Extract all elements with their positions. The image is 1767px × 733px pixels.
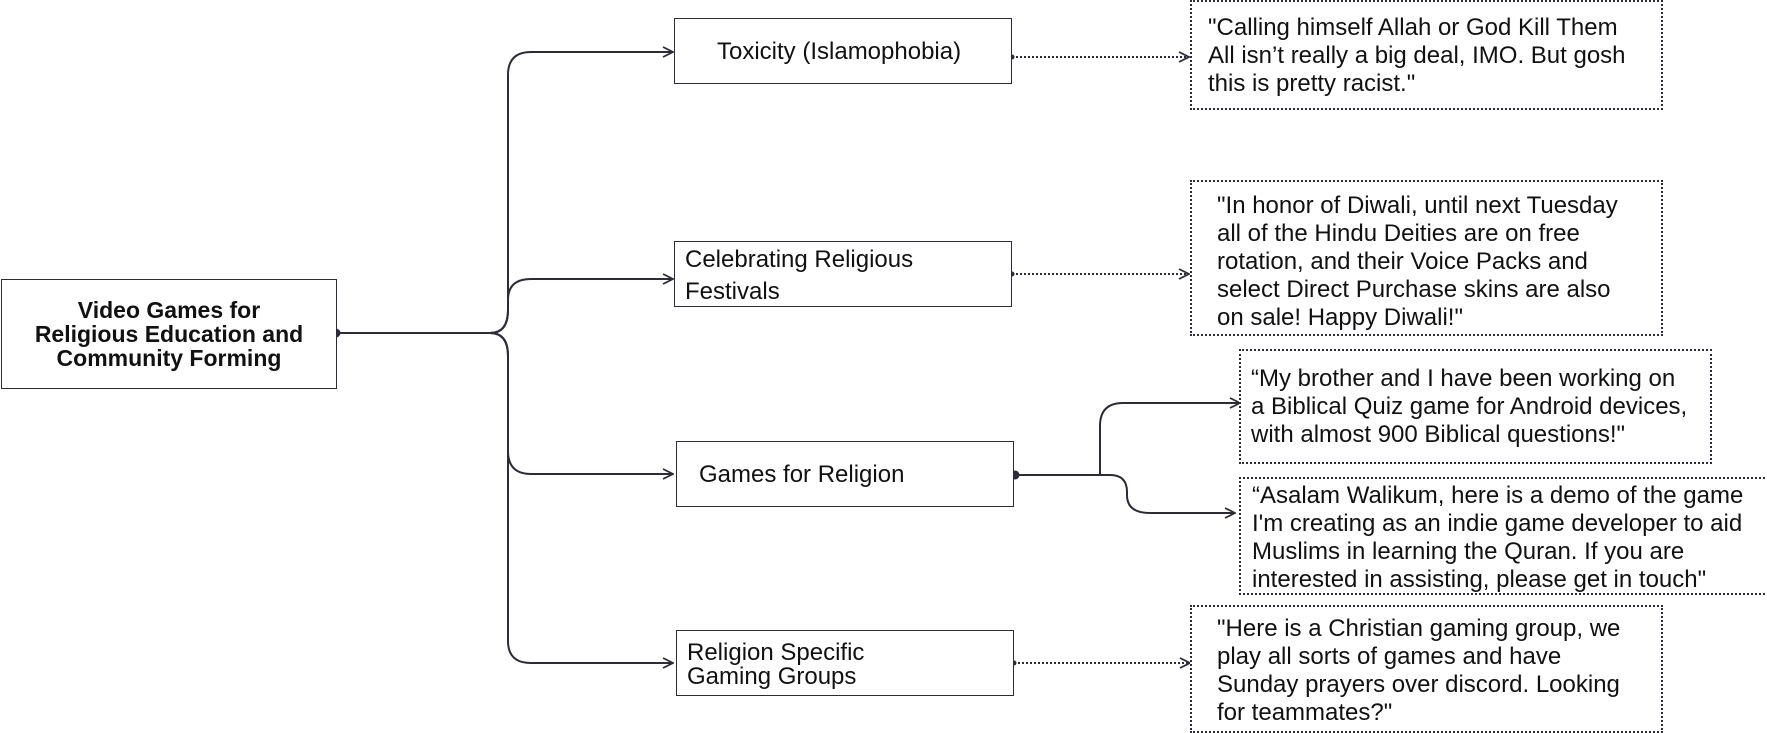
connector-to-toxicity (489, 52, 673, 334)
quote-text-toxicity: "Calling himself Allah or God Kill Them … (1208, 14, 1626, 97)
branch-node-festivals: Celebrating Religious Festivals (674, 241, 1012, 307)
quote-box-quran-demo: “Asalam Walikum, here is a demo of the g… (1239, 477, 1767, 595)
connector-to-festivals (489, 279, 673, 334)
quote-box-toxicity: "Calling himself Allah or God Kill Them … (1190, 0, 1663, 110)
branch-label-games-for-religion: Games for Religion (699, 461, 905, 488)
connector-to-quiz-quote (1099, 403, 1240, 475)
quote-box-diwali: "In honor of Diwali, until next Tuesday … (1190, 180, 1663, 336)
quote-text-christian-group: "Here is a Christian gaming group, we pl… (1217, 615, 1621, 726)
root-node-label: Video Games for Religious Education and … (34, 297, 304, 371)
connector-to-gaming-groups (489, 332, 673, 663)
branch-node-toxicity: Toxicity (Islamophobia) (674, 18, 1012, 84)
quote-text-diwali: "In honor of Diwali, until next Tuesday … (1217, 192, 1618, 331)
quote-box-biblical-quiz: “My brother and I have been working on a… (1239, 349, 1712, 464)
quote-text-quran-demo: “Asalam Walikum, here is a demo of the g… (1252, 482, 1744, 593)
branch-label-gaming-groups: Religion Specific Gaming Groups (687, 639, 865, 690)
connector-to-games-for-religion (489, 332, 673, 474)
branch-node-games-for-religion: Games for Religion (676, 441, 1014, 507)
branch-label-toxicity: Toxicity (Islamophobia) (717, 38, 962, 65)
branch-node-gaming-groups: Religion Specific Gaming Groups (676, 630, 1014, 696)
quote-box-christian-group: "Here is a Christian gaming group, we pl… (1190, 605, 1663, 733)
branch-label-festivals: Celebrating Religious Festivals (685, 246, 914, 305)
root-node: Video Games for Religious Education and … (1, 279, 337, 389)
connector-to-quran-quote (1100, 474, 1235, 513)
quote-text-biblical-quiz: “My brother and I have been working on a… (1251, 365, 1688, 448)
